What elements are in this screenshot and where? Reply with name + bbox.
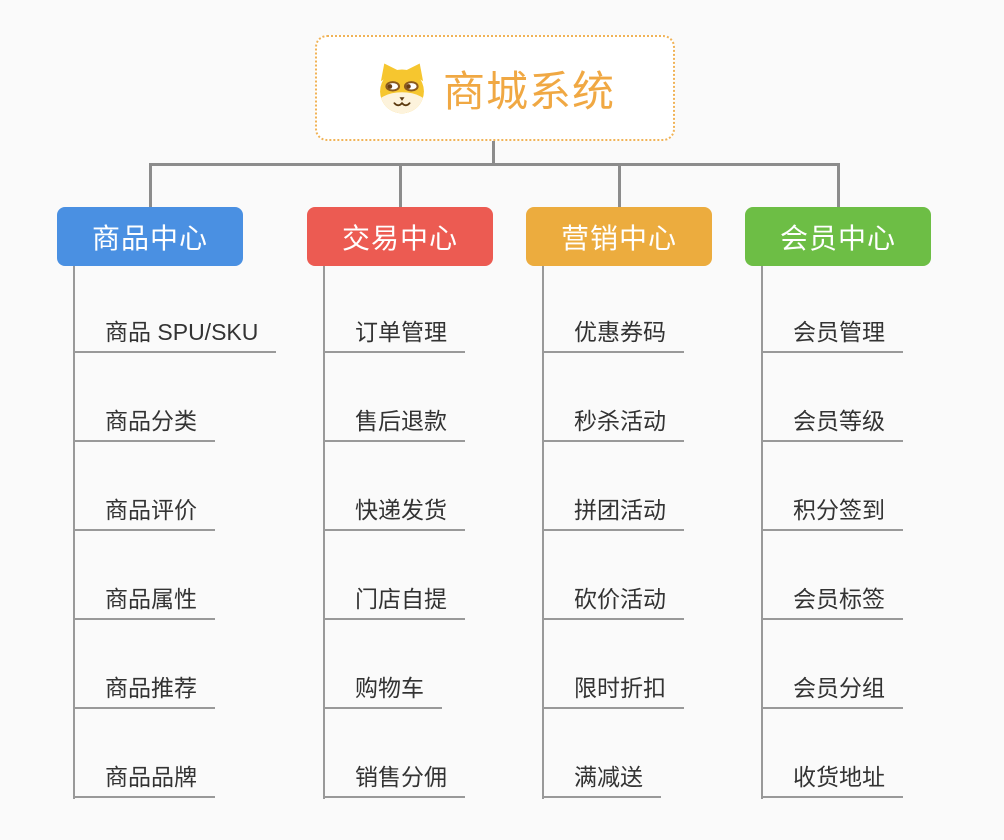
root-node-mall-system[interactable]: 商城系统 — [315, 35, 675, 141]
node-full-reduction[interactable]: 满减送 — [544, 756, 661, 798]
branch-header-member-center[interactable]: 会员中心 — [745, 207, 931, 266]
node-product-brand[interactable]: 商品品牌 — [75, 756, 215, 798]
branch-trade-center: 交易中心 订单管理 售后退款 快递发货 门店自提 购物车 销售分佣 — [307, 207, 567, 799]
node-limited-time-discount[interactable]: 限时折扣 — [544, 667, 684, 709]
node-member-group[interactable]: 会员分组 — [763, 667, 903, 709]
connector-bus — [149, 163, 840, 166]
node-product-attribute[interactable]: 商品属性 — [75, 578, 215, 620]
branch-header-product-center[interactable]: 商品中心 — [57, 207, 243, 266]
node-member-tag[interactable]: 会员标签 — [763, 578, 903, 620]
branch-label: 商品中心 — [91, 222, 208, 254]
branch-marketing-center: 营销中心 优惠券码 秒杀活动 拼团活动 砍价活动 限时折扣 满减送 — [526, 207, 786, 799]
connector-drop-member — [837, 163, 840, 209]
branch-header-marketing-center[interactable]: 营销中心 — [526, 207, 712, 266]
node-shopping-cart[interactable]: 购物车 — [325, 667, 442, 709]
node-points-checkin[interactable]: 积分签到 — [763, 489, 903, 531]
connector-drop-product — [149, 163, 152, 209]
root-title: 商城系统 — [442, 67, 615, 115]
branch-label: 交易中心 — [341, 222, 458, 254]
node-after-sale-refund[interactable]: 售后退款 — [325, 400, 465, 442]
branch-label: 营销中心 — [560, 222, 677, 254]
node-bargain-activity[interactable]: 砍价活动 — [544, 578, 684, 620]
node-sales-commission[interactable]: 销售分佣 — [325, 756, 465, 798]
node-member-management[interactable]: 会员管理 — [763, 311, 903, 353]
node-order-management[interactable]: 订单管理 — [325, 311, 465, 353]
node-group-buy[interactable]: 拼团活动 — [544, 489, 684, 531]
node-store-pickup[interactable]: 门店自提 — [325, 578, 465, 620]
node-product-category[interactable]: 商品分类 — [75, 400, 215, 442]
node-member-level[interactable]: 会员等级 — [763, 400, 903, 442]
branch-label: 会员中心 — [779, 222, 896, 254]
branch-children-member: 会员管理 会员等级 积分签到 会员标签 会员分组 收货地址 — [761, 266, 1003, 799]
branch-children-marketing: 优惠券码 秒杀活动 拼团活动 砍价活动 限时折扣 满减送 — [542, 266, 784, 799]
branch-children-product: 商品 SPU/SKU 商品分类 商品评价 商品属性 商品推荐 商品品牌 — [73, 266, 315, 799]
branch-product-center: 商品中心 商品 SPU/SKU 商品分类 商品评价 商品属性 商品推荐 商品品牌 — [57, 207, 317, 799]
node-product-recommend[interactable]: 商品推荐 — [75, 667, 215, 709]
branch-header-trade-center[interactable]: 交易中心 — [307, 207, 493, 266]
node-coupon-code[interactable]: 优惠券码 — [544, 311, 684, 353]
node-product-review[interactable]: 商品评价 — [75, 489, 215, 531]
branch-member-center: 会员中心 会员管理 会员等级 积分签到 会员标签 会员分组 收货地址 — [745, 207, 1004, 799]
connector-drop-trade — [399, 163, 402, 209]
node-express-delivery[interactable]: 快递发货 — [325, 489, 465, 531]
connector-drop-marketing — [618, 163, 621, 209]
node-shipping-address[interactable]: 收货地址 — [763, 756, 903, 798]
doge-icon — [380, 63, 424, 114]
node-flash-sale[interactable]: 秒杀活动 — [544, 400, 684, 442]
node-product-spu-sku[interactable]: 商品 SPU/SKU — [75, 311, 277, 353]
connector-root-stem — [492, 141, 495, 166]
branch-children-trade: 订单管理 售后退款 快递发货 门店自提 购物车 销售分佣 — [323, 266, 565, 799]
